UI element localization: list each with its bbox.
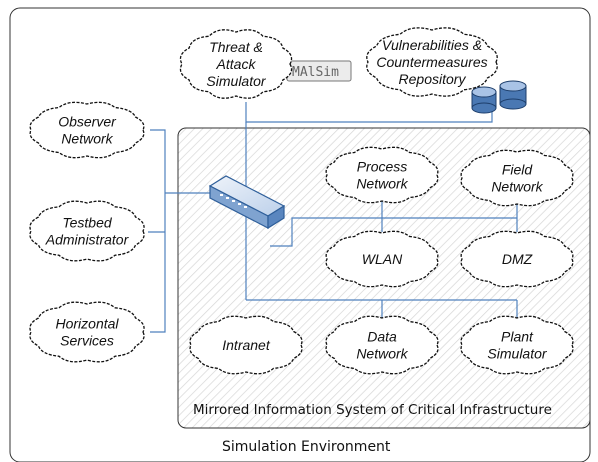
cloud-label: Process — [357, 159, 408, 175]
cloud-shape — [366, 27, 498, 97]
intranet-cloud: Intranet — [189, 315, 303, 375]
cloud-label: Network — [61, 131, 113, 147]
cloud-label: Simulator — [206, 73, 266, 89]
cloud-label: Administrator — [45, 232, 130, 248]
cloud-label: Testbed — [62, 215, 113, 231]
cloud-shape — [460, 149, 574, 207]
cloud-shape — [325, 230, 439, 288]
database-icon — [471, 80, 527, 114]
cloud-shape — [29, 200, 145, 262]
wlan-cloud: WLAN — [325, 230, 439, 288]
malsim-tag: MAlSim — [286, 60, 352, 82]
cloud-label: Horizontal — [55, 316, 119, 332]
cloud-label: Plant — [501, 329, 534, 345]
cloud-label: Countermeasures — [376, 54, 487, 70]
dmz-cloud: DMZ — [460, 230, 574, 288]
cloud-label: Network — [356, 346, 408, 362]
cloud-shape — [179, 29, 293, 99]
simulation-environment-label: Simulation Environment — [222, 439, 391, 455]
cloud-shape — [325, 315, 439, 375]
mirrored-system-label: Mirrored Information System of Critical … — [193, 402, 552, 418]
cloud-label: DMZ — [502, 251, 533, 267]
network-switch-icon — [208, 175, 286, 230]
cloud-shape — [29, 101, 145, 159]
cloud-label: Field — [502, 162, 534, 178]
cloud-shape — [29, 301, 145, 363]
cloud-shape — [460, 315, 574, 375]
vulnerabilities-repository-cloud: Vulnerabilities &CountermeasuresReposito… — [366, 27, 498, 97]
cloud-label: Simulator — [487, 346, 547, 362]
cloud-label: Intranet — [222, 337, 271, 353]
cloud-shape — [325, 146, 439, 204]
svg-text:MAlSim: MAlSim — [292, 65, 339, 80]
cloud-label: Repository — [399, 71, 467, 87]
cloud-label: Threat & — [209, 39, 263, 55]
cloud-shape — [189, 315, 303, 375]
cloud-label: Services — [60, 333, 114, 349]
cloud-shape — [460, 230, 574, 288]
cloud-label: Observer — [58, 114, 117, 130]
cloud-label: Vulnerabilities & — [382, 37, 482, 53]
cloud-label: WLAN — [362, 251, 403, 267]
cloud-label: Attack — [216, 56, 257, 72]
cloud-label: Network — [491, 179, 543, 195]
cloud-label: Network — [356, 176, 408, 192]
cloud-label: Data — [367, 329, 397, 345]
